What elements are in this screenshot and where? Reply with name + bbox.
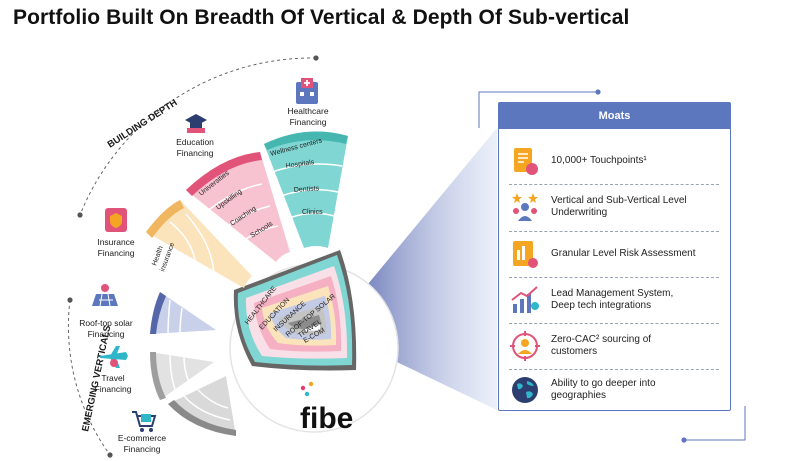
moat-text-6b: geographies bbox=[551, 390, 607, 401]
ecom-wedge bbox=[168, 376, 236, 436]
sub-hospitals: Hospitals bbox=[285, 159, 315, 170]
customer-target-icon bbox=[510, 331, 540, 361]
moat-text-6a: Ability to go deeper into bbox=[551, 378, 656, 389]
moats-panel: Moats 10,000+ Touchpoints¹ Vertical and … bbox=[498, 102, 731, 411]
insurance-wedge bbox=[146, 200, 252, 288]
sub-dentists: Dentists bbox=[294, 185, 320, 194]
page-title: Portfolio Built On Breadth Of Vertical &… bbox=[13, 6, 630, 29]
people-stars-icon bbox=[512, 193, 538, 221]
moat-text-5b: customers bbox=[551, 346, 598, 357]
vertical-label-ecom-1: E-commerce bbox=[118, 433, 166, 443]
insurance-shield-icon bbox=[105, 208, 127, 232]
vertical-label-ecom-2: Financing bbox=[124, 444, 161, 454]
shopping-cart-icon bbox=[132, 411, 157, 432]
hospital-icon bbox=[296, 78, 318, 104]
graduation-cap-icon bbox=[185, 114, 207, 133]
solar-wedge bbox=[150, 292, 216, 335]
building-depth-label: BUILDING DEPTH bbox=[106, 97, 180, 150]
moat-text-4a: Lead Management System, bbox=[551, 288, 674, 299]
moat-divider bbox=[509, 277, 719, 278]
core-layers bbox=[233, 250, 357, 371]
moat-item-risk-assessment: Granular Level Risk Assessment bbox=[509, 232, 719, 276]
risk-report-icon bbox=[513, 241, 538, 268]
moat-divider bbox=[509, 184, 719, 185]
moat-text-4b: Deep tech integrations bbox=[551, 300, 652, 311]
moats-connector-bottom bbox=[684, 406, 746, 441]
emerging-verticals-arc bbox=[67, 299, 111, 456]
vertical-label-insurance-1: Insurance bbox=[97, 237, 135, 247]
sub-clinics: Clinics bbox=[302, 209, 323, 216]
vertical-label-solar-1: Roof-top solar bbox=[79, 318, 133, 328]
vertical-label-insurance-2: Financing bbox=[98, 248, 135, 258]
vertical-label-healthcare-2: Financing bbox=[290, 117, 327, 127]
vertical-label-travel-2: Financing bbox=[95, 384, 132, 394]
solar-panel-icon bbox=[92, 284, 118, 307]
building-depth-arc bbox=[79, 57, 317, 216]
moats-header: Moats bbox=[499, 103, 730, 129]
moat-divider bbox=[509, 323, 719, 324]
education-wedge bbox=[186, 152, 290, 262]
vertical-label-solar-2: Financing bbox=[88, 329, 125, 339]
fibe-logo: fibe bbox=[300, 402, 353, 435]
moat-item-lead-management: Lead Management System,Deep tech integra… bbox=[509, 278, 719, 322]
moat-text-2b: Underwriting bbox=[551, 207, 608, 218]
moat-text-1a: 10,000+ Touchpoints¹ bbox=[551, 155, 647, 166]
moat-text-5a: Zero-CAC² sourcing of bbox=[551, 334, 652, 345]
moat-divider bbox=[509, 369, 719, 370]
healthcare-wedge bbox=[264, 131, 348, 248]
vertical-label-travel-1: Travel bbox=[101, 373, 124, 383]
airplane-icon bbox=[100, 346, 128, 368]
moats-connector-top bbox=[478, 91, 598, 128]
vertical-label-education-1: Education bbox=[176, 137, 214, 147]
sub-insurance: insurance bbox=[159, 242, 176, 273]
moat-divider bbox=[509, 231, 719, 232]
growth-chart-icon bbox=[511, 286, 539, 313]
globe-icon bbox=[512, 377, 538, 403]
moat-item-touchpoints: 10,000+ Touchpoints¹ bbox=[509, 139, 719, 183]
document-touchpoints-icon bbox=[514, 148, 538, 175]
moat-text-2a: Vertical and Sub-Vertical Level bbox=[551, 195, 687, 206]
travel-wedge bbox=[150, 352, 214, 400]
vertical-label-healthcare-1: Healthcare bbox=[287, 106, 328, 116]
vertical-label-education-2: Financing bbox=[177, 148, 214, 158]
moat-text-3a: Granular Level Risk Assessment bbox=[551, 248, 696, 259]
